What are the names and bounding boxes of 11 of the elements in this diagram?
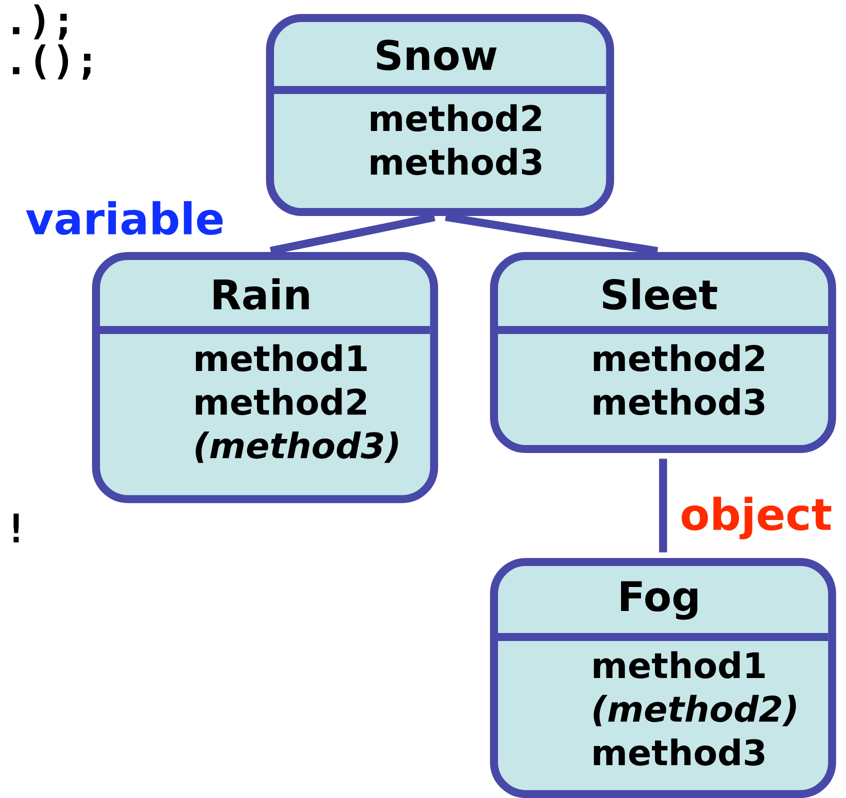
code-fragment: .); bbox=[12, 4, 67, 40]
connector-line bbox=[270, 213, 436, 255]
class-box: Snow method2 method3 bbox=[266, 14, 614, 216]
connector-line bbox=[659, 458, 668, 552]
code-fragment: ! bbox=[14, 514, 19, 542]
class-box: Rain method1 method2 (method3) bbox=[92, 252, 438, 504]
code-fragment: .(); bbox=[12, 44, 90, 80]
class-box: Sleet method2 method3 bbox=[490, 252, 836, 454]
annotation-label: variable bbox=[26, 201, 223, 235]
class-box: Fog method1 (method2) method3 bbox=[490, 558, 836, 798]
annotation-label: object bbox=[682, 496, 832, 540]
